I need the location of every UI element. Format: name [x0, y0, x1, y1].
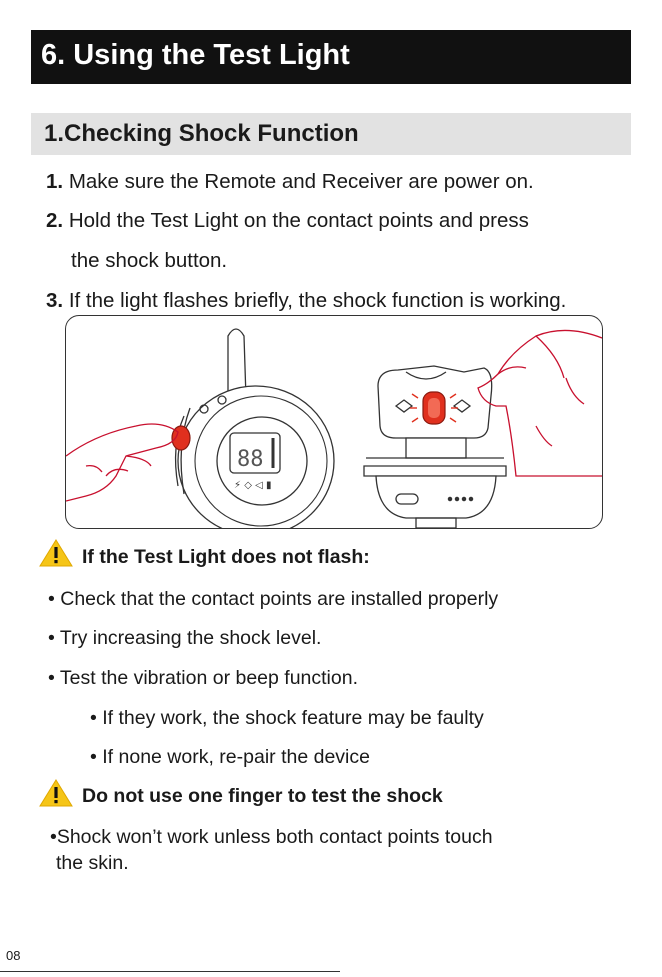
svg-text:⚡ ◇ ◁ ▮: ⚡ ◇ ◁ ▮: [234, 480, 271, 491]
receiver-illustration: [363, 365, 507, 528]
list-item: • Try increasing the shock level.: [48, 627, 322, 649]
shock-button: [171, 425, 191, 451]
section-header: 1.Checking Shock Function: [31, 113, 631, 155]
section-title: 1.Checking Shock Function: [44, 120, 359, 147]
warning-heading: Do not use one finger to test the shock: [82, 785, 443, 807]
sub-list-item: • If they work, the shock feature may be…: [90, 707, 484, 729]
finger-icon: [66, 423, 179, 502]
warning-icon: [39, 539, 73, 567]
page-title: 6. Using the Test Light: [41, 39, 350, 71]
warning-icon: [39, 779, 73, 807]
step-text: Hold the Test Light on the contact point…: [68, 209, 529, 232]
step-text: Make sure the Remote and Receiver are po…: [68, 170, 534, 193]
test-light-illustration: 88 ⚡ ◇ ◁ ▮: [66, 328, 602, 528]
step-number: 2.: [46, 209, 64, 232]
step-text: the shock button.: [71, 249, 228, 272]
page-title-bar: 6. Using the Test Light: [31, 30, 631, 84]
step-2: 2. Hold the Test Light on the contact po…: [46, 209, 529, 233]
step-number: 1.: [46, 170, 64, 193]
test-light-glow: [410, 391, 458, 425]
step-3: 3. If the light flashes briefly, the sho…: [46, 289, 566, 313]
list-item: • Test the vibration or beep function.: [48, 667, 358, 689]
list-item: • Check that the contact points are inst…: [48, 588, 499, 610]
list-item: •Shock won’t work unless both contact po…: [50, 826, 493, 848]
remote-illustration: 88 ⚡ ◇ ◁ ▮: [174, 328, 335, 528]
warning-heading: If the Test Light does not flash:: [82, 546, 370, 568]
footer-divider: [0, 971, 340, 972]
page-number: 08: [6, 948, 21, 963]
illustration-panel: 88 ⚡ ◇ ◁ ▮: [65, 315, 603, 529]
svg-text:88: 88: [237, 447, 264, 472]
step-number: 3.: [46, 289, 64, 312]
step-2-continued: the shock button.: [71, 249, 227, 273]
step-text: If the light flashes briefly, the shock …: [68, 289, 567, 312]
step-1: 1. Make sure the Remote and Receiver are…: [46, 170, 534, 194]
hand-icon: [477, 329, 602, 477]
sub-list-item: • If none work, re-pair the device: [90, 746, 370, 768]
list-item-continued: the skin.: [56, 852, 129, 874]
